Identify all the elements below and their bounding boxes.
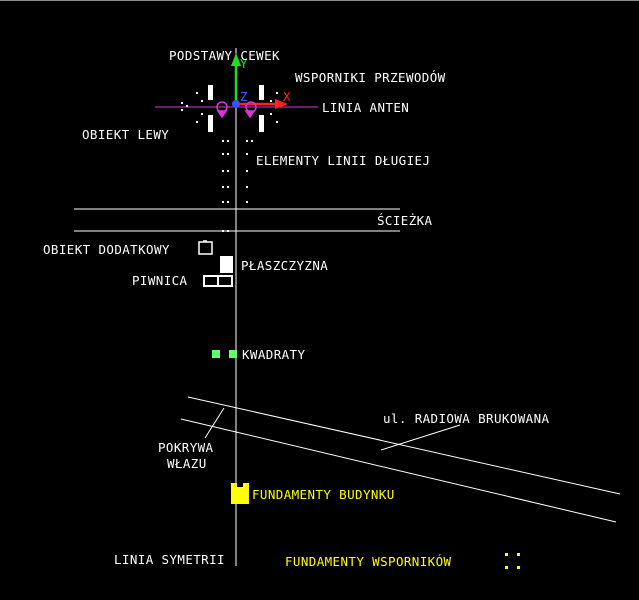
- green-square: [229, 350, 237, 358]
- z-axis-label: Z: [240, 89, 248, 104]
- label-pokrywa-1: POKRYWA: [158, 440, 214, 455]
- support-foundations: [505, 553, 520, 569]
- label-obiekt-lewy: OBIEKT LEWY: [82, 127, 169, 142]
- label-pokrywa-2: WŁAZU: [167, 456, 207, 471]
- coil-base: [259, 85, 264, 100]
- grip-markers: [216, 101, 257, 119]
- z-axis-dot: [232, 100, 240, 108]
- y-axis-label: Y: [240, 56, 248, 71]
- coil-base: [208, 85, 213, 100]
- street-line-upper: [187, 396, 621, 495]
- additional-object: [198, 240, 213, 255]
- street-leader: [380, 424, 461, 451]
- street-line-lower: [180, 418, 617, 523]
- label-sciezka: ŚCIEŻKA: [377, 213, 433, 228]
- ucs-icon: Y X Z: [231, 53, 291, 109]
- coil-base: [208, 115, 213, 132]
- building-foundation: [231, 483, 249, 504]
- coil-bases: [208, 85, 264, 132]
- label-plaszczyzna: PŁASZCZYZNA: [241, 258, 328, 273]
- long-line-elements: [222, 140, 253, 232]
- label-wsporniki-przewodow: WSPORNIKI PRZEWODÓW: [295, 70, 446, 85]
- wire-support-dots: [181, 92, 278, 123]
- manhole-leader: [204, 407, 225, 439]
- green-squares: [212, 350, 237, 358]
- label-piwnica: PIWNICA: [132, 273, 188, 288]
- label-obiekt-dodatkowy: OBIEKT DODATKOWY: [43, 242, 170, 257]
- label-fundamenty-wspornikow: FUNDAMENTY WSPORNIKÓW: [285, 554, 452, 569]
- y-axis-arrowhead: [231, 53, 241, 66]
- cellar: [203, 275, 233, 287]
- grip-triangle: [216, 110, 228, 119]
- plane-rect: [220, 256, 233, 273]
- green-square: [212, 350, 220, 358]
- grip-triangle: [244, 110, 256, 119]
- coil-base: [259, 115, 264, 132]
- label-elementy-linii-dlugiej: ELEMENTY LINII DŁUGIEJ: [256, 153, 430, 168]
- x-axis-label: X: [283, 89, 291, 104]
- building-foundation-notch: [237, 483, 243, 487]
- label-linia-anten: LINIA ANTEN: [322, 100, 409, 115]
- label-podstawy-cewek: PODSTAWY CEWEK: [169, 48, 280, 63]
- label-kwadraty: KWADRATY: [242, 347, 305, 362]
- x-axis-arrowhead: [275, 99, 288, 109]
- label-ulica: ul. RADIOWA BRUKOWANA: [383, 411, 550, 426]
- label-fundamenty-budynku: FUNDAMENTY BUDYNKU: [252, 487, 395, 502]
- label-linia-symetrii: LINIA SYMETRII: [114, 552, 225, 567]
